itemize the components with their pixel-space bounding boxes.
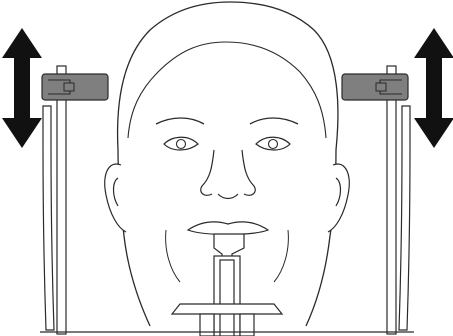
right-side-rod	[387, 66, 410, 334]
vertical-double-arrow-icon	[414, 28, 453, 148]
left-side-rod	[43, 66, 66, 334]
vertical-double-arrow-icon	[2, 28, 42, 148]
temple-holder-left	[42, 74, 108, 100]
temple-holder-right	[342, 74, 408, 100]
mouth	[188, 222, 268, 235]
